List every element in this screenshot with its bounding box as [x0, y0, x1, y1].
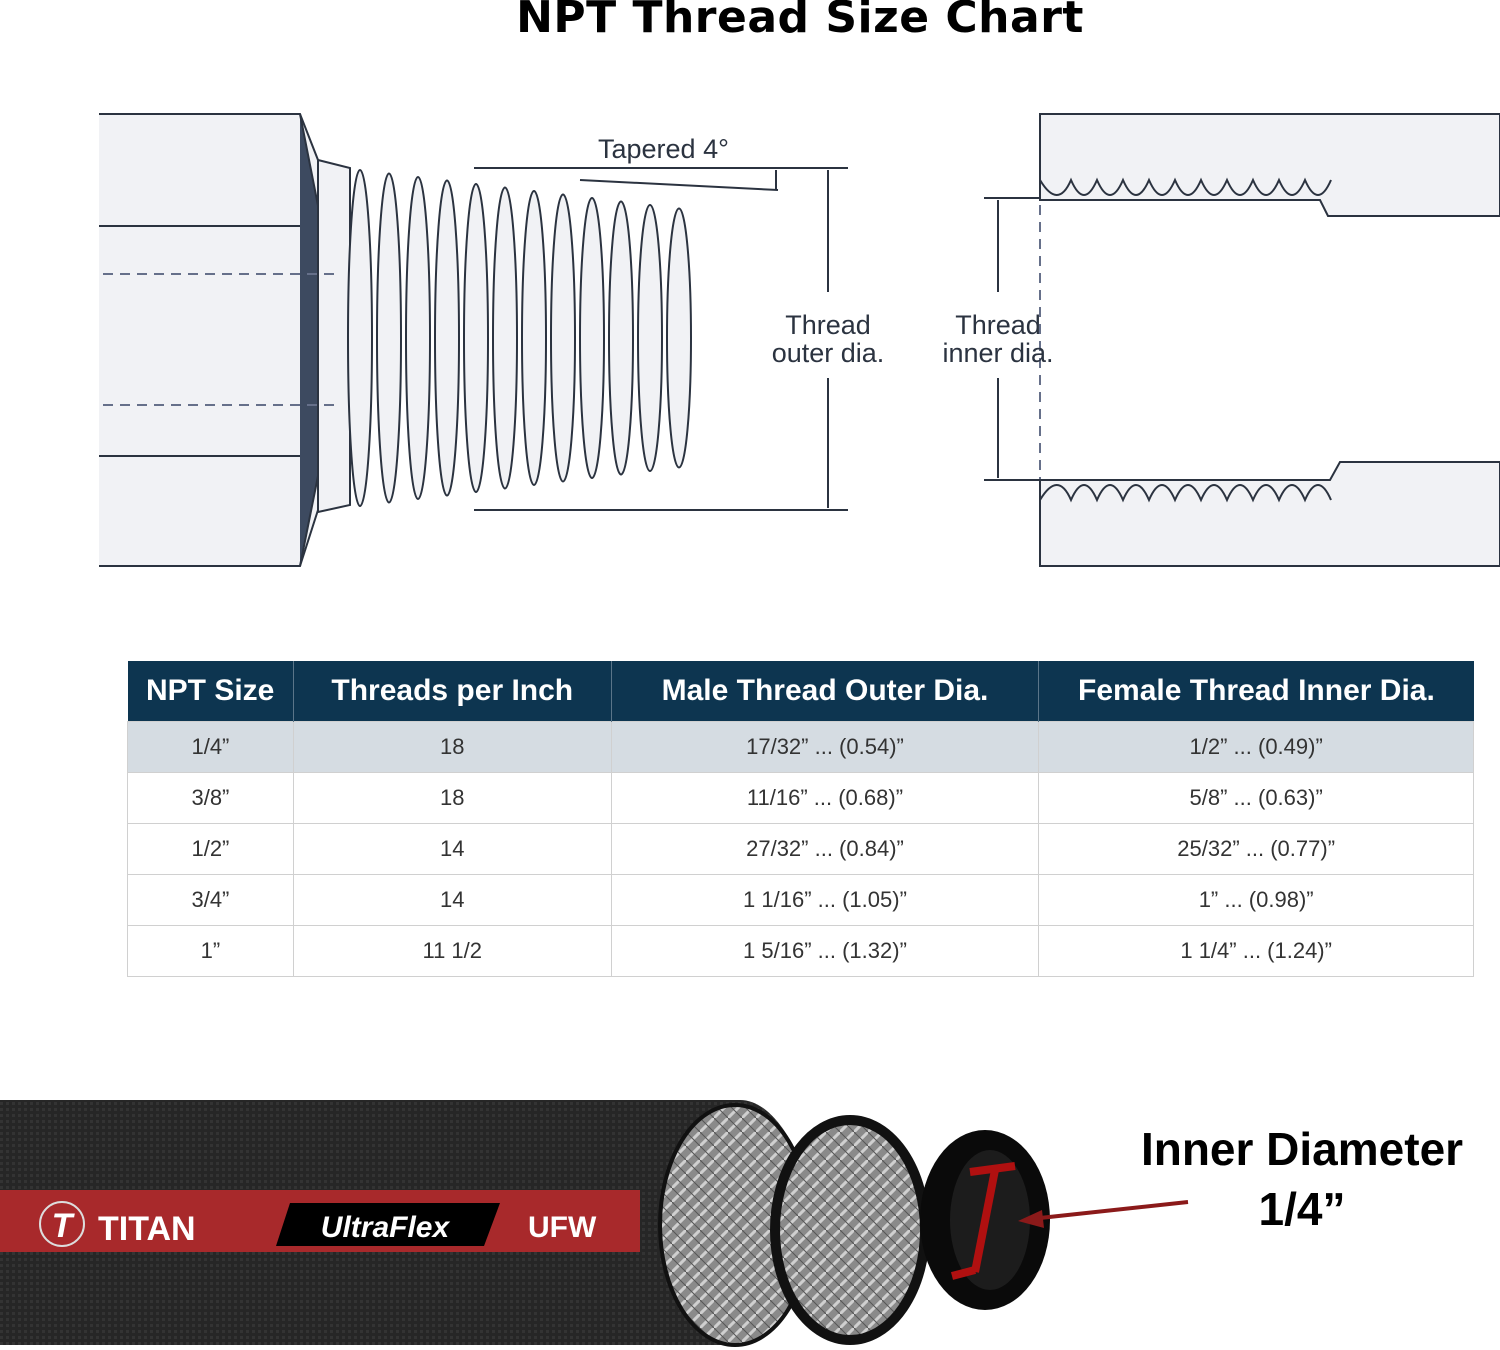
- thread-ridge: [550, 193, 576, 483]
- inner-diameter-label: Inner Diameter: [1141, 1123, 1463, 1175]
- model-text: UFW: [528, 1211, 597, 1244]
- cell-npt-size: 3/8”: [127, 772, 294, 824]
- table-header-row: NPT Size Threads per Inch Male Thread Ou…: [127, 661, 1474, 722]
- inner-diameter-value: 1/4”: [1259, 1183, 1346, 1235]
- cell-npt-size: 1”: [127, 925, 294, 977]
- cell-male-outer-dia: 17/32” ... (0.54)”: [610, 721, 1040, 773]
- cell-male-outer-dia: 1 5/16” ... (1.32)”: [610, 925, 1040, 977]
- cell-threads-per-inch: 11 1/2: [292, 925, 612, 977]
- cell-threads-per-inch: 14: [292, 823, 612, 875]
- outer-dia-label-2: outer dia.: [772, 338, 885, 368]
- outer-dia-label: Thread: [785, 310, 871, 340]
- female-thread-profile: [1039, 484, 1332, 503]
- female-thread-profile: [1039, 177, 1332, 196]
- cell-male-outer-dia: 27/32” ... (0.84)”: [610, 823, 1040, 875]
- svg-text:T: T: [52, 1207, 76, 1245]
- thread-ridge: [347, 169, 373, 507]
- thread-ridge: [376, 172, 402, 504]
- thread-ridge: [666, 207, 692, 469]
- header-male-outer-dia: Male Thread Outer Dia.: [610, 661, 1039, 722]
- inner-dia-label-2: inner dia.: [942, 338, 1053, 368]
- taper-label: Tapered 4°: [598, 134, 729, 164]
- male-fitting: [99, 113, 692, 567]
- cell-npt-size: 1/4”: [127, 721, 294, 773]
- hose-bore: [950, 1150, 1030, 1290]
- product-text: UltraFlex: [321, 1211, 451, 1244]
- cell-threads-per-inch: 18: [292, 721, 612, 773]
- cell-female-inner-dia: 1” ... (0.98)”: [1038, 874, 1474, 926]
- dimension-lines: [474, 167, 1041, 511]
- hose-braid-layer-2: [770, 1115, 930, 1345]
- thread-ridge: [434, 179, 460, 497]
- header-female-inner-dia: Female Thread Inner Dia.: [1038, 661, 1474, 722]
- npt-size-table: NPT Size Threads per Inch Male Thread Ou…: [127, 661, 1474, 977]
- thread-ridge: [405, 176, 431, 500]
- inner-diameter-marker: [950, 1162, 1016, 1280]
- thread-ridge: [492, 186, 518, 490]
- brand-text: TITAN: [98, 1210, 196, 1248]
- header-npt-size: NPT Size: [127, 661, 294, 722]
- thread-ridge: [521, 190, 547, 486]
- cell-male-outer-dia: 11/16” ... (0.68)”: [610, 772, 1040, 824]
- cell-female-inner-dia: 5/8” ... (0.63)”: [1038, 772, 1474, 824]
- cell-female-inner-dia: 25/32” ... (0.77)”: [1038, 823, 1474, 875]
- cell-female-inner-dia: 1 1/4” ... (1.24)”: [1038, 925, 1474, 977]
- cell-threads-per-inch: 14: [292, 874, 612, 926]
- cell-npt-size: 1/2”: [127, 823, 294, 875]
- thread-ridge: [463, 183, 489, 493]
- npt-thread-diagram: Tapered 4° Thread outer dia. Thread inne…: [99, 113, 1500, 567]
- page-title: NPT Thread Size Chart: [516, 0, 1084, 43]
- inner-dia-label: Thread: [955, 310, 1041, 340]
- hose-image: T TITAN UltraFlex UFW Inner Diameter 1/4…: [0, 1100, 1463, 1347]
- header-threads-per-inch: Threads per Inch: [292, 661, 612, 722]
- thread-ridge: [637, 204, 663, 472]
- thread-ridge: [579, 197, 605, 479]
- cell-male-outer-dia: 1 1/16” ... (1.05)”: [610, 874, 1040, 926]
- thread-ridge: [608, 200, 634, 476]
- callout-arrow: [1039, 1200, 1189, 1220]
- titan-logo-icon: [39, 1201, 85, 1247]
- female-fitting: [1039, 113, 1500, 567]
- cell-npt-size: 3/4”: [127, 874, 294, 926]
- cell-threads-per-inch: 18: [292, 772, 612, 824]
- cell-female-inner-dia: 1/2” ... (0.49)”: [1038, 721, 1474, 773]
